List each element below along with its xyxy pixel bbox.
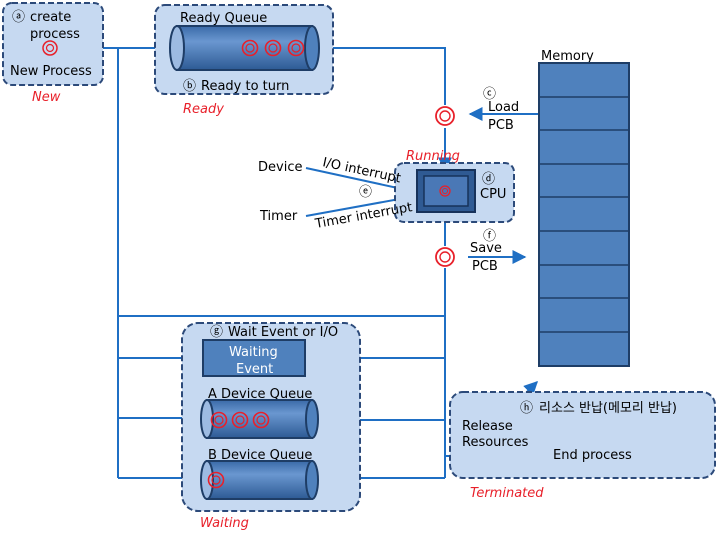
ready-state-box: Ready Queue ⓑ Ready to turn xyxy=(154,4,334,95)
cpu-process-token-icon xyxy=(439,185,451,197)
a-device-queue-cylinder xyxy=(200,399,319,439)
state-running-label: Running xyxy=(406,149,460,164)
wait-event-title: Wait Event or I/O xyxy=(228,325,338,340)
memory-title: Memory xyxy=(541,49,594,64)
ready-queue-title: Ready Queue xyxy=(180,11,267,26)
waiting-event-line1: Waiting xyxy=(229,345,278,360)
state-ready-label: Ready xyxy=(183,102,224,117)
new-process-label: New Process xyxy=(10,64,92,79)
create-label: create xyxy=(30,10,71,25)
release-label: Release xyxy=(462,419,513,434)
state-waiting-label: Waiting xyxy=(200,516,249,531)
terminated-state-box: ⓗ 리소스 반납(메모리 반납) Release Resources End p… xyxy=(449,391,716,479)
state-new-label: New xyxy=(32,90,61,105)
load-circle-label: ⓒ xyxy=(483,87,496,102)
load-pcb-label: PCB xyxy=(488,118,514,133)
resources-label: Resources xyxy=(462,435,529,450)
ready-circle-label: ⓑ xyxy=(183,79,196,94)
interrupt-circle-label: ⓔ xyxy=(359,185,372,200)
cpu-box: ⓓ CPU xyxy=(394,162,515,223)
cpu-label: CPU xyxy=(480,187,506,202)
load-pcb-token xyxy=(435,106,455,126)
end-process-label: End process xyxy=(553,448,632,463)
io-interrupt-label: I/O interrupt xyxy=(321,155,402,186)
memory-block xyxy=(538,62,630,367)
b-device-queue-cylinder xyxy=(200,460,319,500)
load-label: Load xyxy=(488,100,519,115)
cpu-circle-label: ⓓ xyxy=(482,172,495,187)
save-label: Save xyxy=(470,241,502,256)
b-device-queue-label: B Device Queue xyxy=(208,448,312,463)
save-pcb-label: PCB xyxy=(472,259,498,274)
process-token-icon xyxy=(42,40,58,56)
release-memory-title: 리소스 반납(메모리 반납) xyxy=(539,401,677,416)
waiting-event-line2: Event xyxy=(236,362,273,377)
process-label: process xyxy=(30,27,80,42)
state-terminated-label: Terminated xyxy=(470,486,544,501)
waiting-circle-label: ⓖ xyxy=(210,325,223,340)
a-device-queue-label: A Device Queue xyxy=(208,387,312,402)
new-circle-label: ⓐ xyxy=(12,10,25,25)
ready-to-turn-label: Ready to turn xyxy=(201,79,289,94)
save-circle-label: ⓕ xyxy=(483,229,496,244)
terminated-circle-label: ⓗ xyxy=(520,401,533,416)
ready-queue-cylinder xyxy=(169,25,320,71)
save-pcb-token xyxy=(435,247,455,267)
waiting-event-box xyxy=(202,339,306,377)
waiting-state-box: ⓖ Wait Event or I/O Waiting Event A Devi… xyxy=(181,322,361,512)
new-state-box: ⓐ create process New Process xyxy=(2,2,104,86)
timer-label: Timer xyxy=(259,209,298,224)
device-label: Device xyxy=(258,160,302,175)
